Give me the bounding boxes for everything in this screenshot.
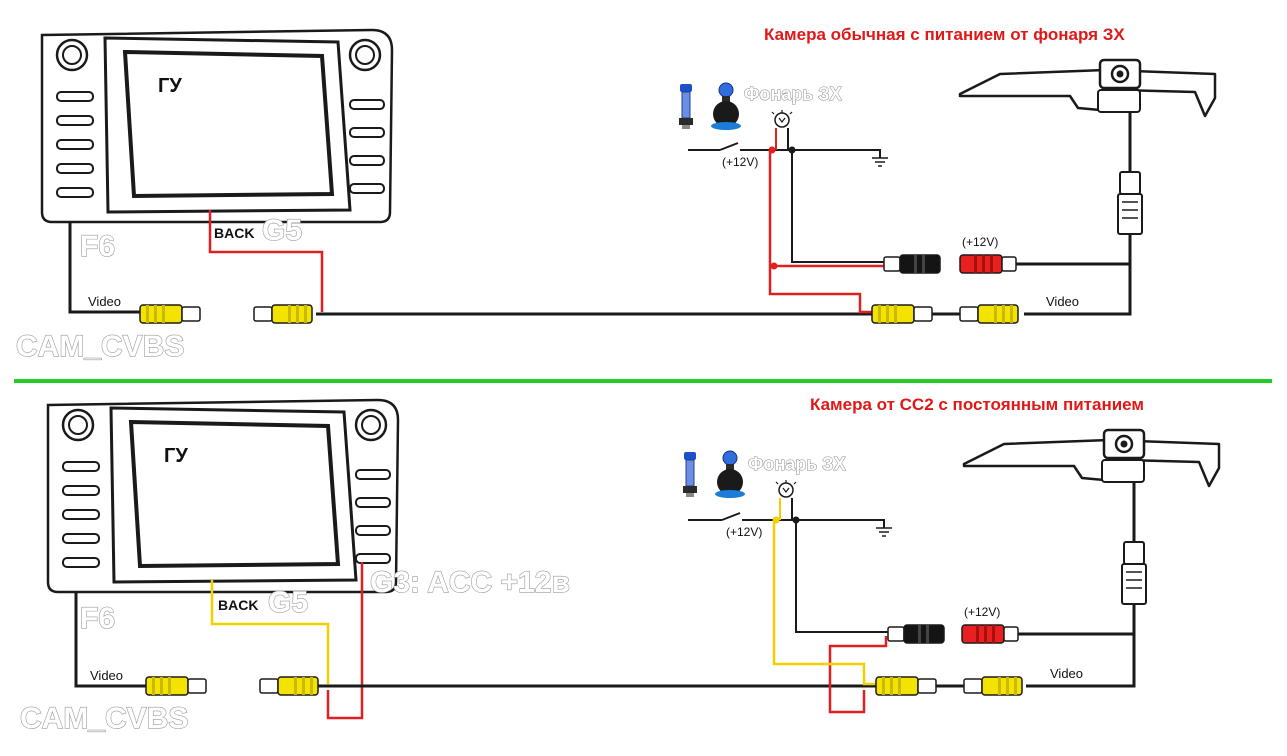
head-unit-label: ГУ [158, 75, 182, 97]
g3-acc-label: G3: ACC +12в [370, 566, 570, 599]
back-label: BACK [214, 225, 254, 241]
head-unit-icon [46, 398, 400, 594]
ground-icon [876, 527, 892, 537]
lamp-voltage-label: (+12V) [726, 525, 762, 539]
lamp-label: Фонарь ЗХ [744, 84, 842, 104]
rca-plug-icon [871, 304, 933, 324]
rca-plug-icon [883, 254, 941, 274]
ground-icon [872, 157, 888, 167]
head-unit-icon [40, 28, 394, 224]
f6-label: F6 [80, 230, 115, 263]
head-unit-label: ГУ [164, 445, 188, 467]
rca-plug-icon [959, 304, 1019, 324]
camera-voltage-label: (+12V) [964, 605, 1000, 619]
ground-wire [791, 150, 884, 263]
bulb-icon [771, 109, 793, 128]
cam-cvbs-label: CAM_CVBS [20, 702, 188, 735]
section-title: Камера от СС2 с постоянным питанием [810, 395, 1144, 414]
camera-video-label: Video [1050, 666, 1083, 681]
switch-icon [721, 512, 741, 521]
rear-camera-icon [962, 428, 1221, 606]
lamp-signal-wire [772, 522, 878, 686]
back-label: BACK [218, 597, 258, 613]
rca-plug-icon [961, 624, 1019, 644]
rca-plug-icon [253, 304, 313, 324]
video-label: Video [88, 294, 121, 309]
camera-voltage-label: (+12V) [962, 235, 998, 249]
section-title: Камера обычная с питанием от фонаря ЗХ [764, 25, 1125, 44]
rca-plug-icon [887, 624, 945, 644]
top-section: ГУ Камера обычн [15, 25, 1217, 364]
back-wire [208, 210, 324, 312]
video-label: Video [90, 668, 123, 683]
bulb-icon [775, 479, 797, 498]
rca-plug-icon [139, 304, 201, 324]
g5-label: G5 [262, 214, 302, 247]
acc-wire [326, 562, 364, 720]
cam-cvbs-label: CAM_CVBS [16, 330, 184, 363]
lamp-socket-icon [678, 82, 742, 131]
camera-video-label: Video [1046, 294, 1079, 309]
ground-wire [795, 522, 888, 633]
rca-plug-icon [963, 676, 1023, 696]
rca-plug-icon [259, 676, 319, 696]
lamp-power-wire [768, 150, 874, 314]
back-wire [210, 580, 330, 684]
g5-label: G5 [268, 586, 308, 619]
rca-plug-icon [875, 676, 937, 696]
lamp-socket-icon [682, 450, 746, 499]
video-wire-camera [1024, 234, 1132, 316]
video-wire-camera [1026, 604, 1136, 688]
acc-power-wire [828, 636, 888, 690]
video-wire-left [68, 222, 140, 314]
rca-plug-icon [959, 254, 1017, 274]
bottom-section: ГУ Камера [19, 395, 1221, 736]
rca-plug-icon [145, 676, 207, 696]
switch-icon [719, 142, 739, 151]
f6-label: F6 [80, 602, 115, 635]
video-wire-left [74, 592, 146, 688]
rear-camera-icon [958, 58, 1217, 236]
lamp-label: Фонарь ЗХ [748, 454, 846, 474]
lamp-voltage-label: (+12V) [722, 155, 758, 169]
